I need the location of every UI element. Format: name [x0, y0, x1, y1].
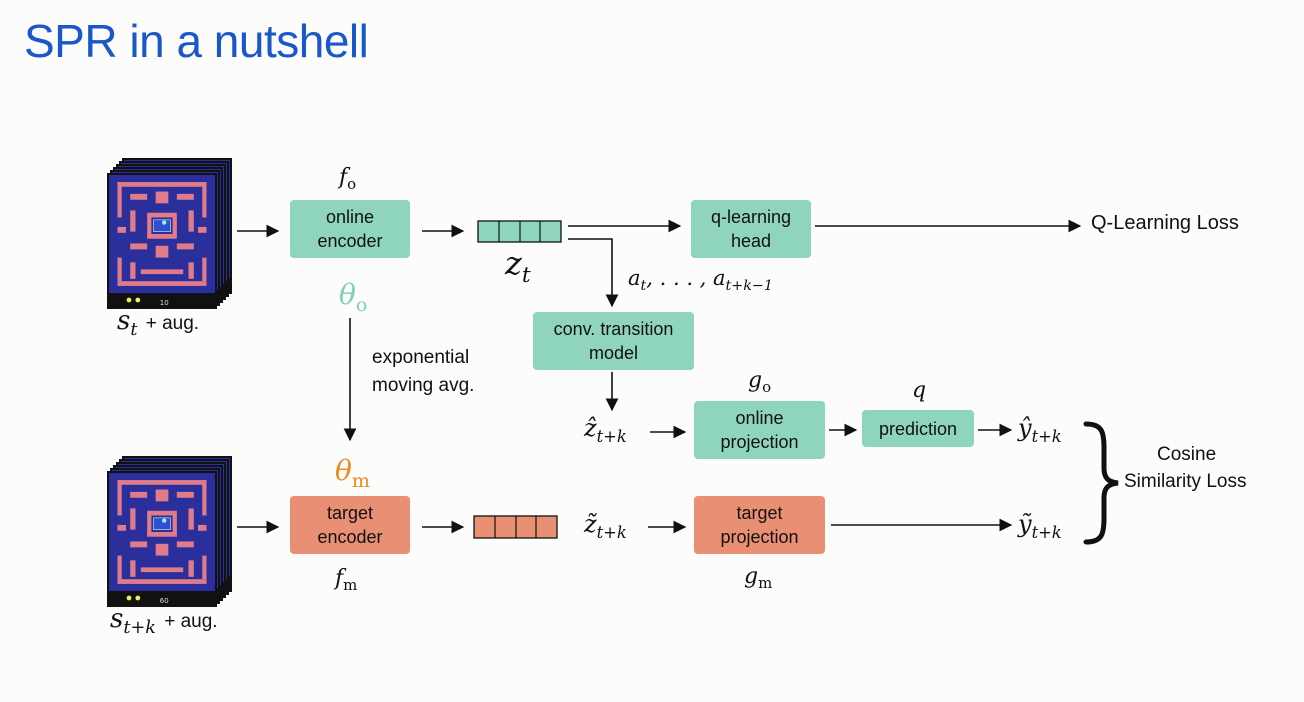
svg-text:60: 60 — [160, 597, 169, 605]
target-projection-box: target projection — [694, 496, 825, 554]
cosine-label-line1: Cosine — [1157, 444, 1217, 465]
ema-label-line1: exponential — [372, 347, 470, 368]
cosine-label-line2: Similarity Loss — [1124, 471, 1247, 492]
z-tilde-label: z̃t+k — [584, 510, 627, 542]
z-hat-label: ẑt+k — [584, 414, 627, 446]
online-projection-box: online projection — [694, 401, 825, 459]
g-m-label: gm — [744, 564, 773, 593]
ema-label-line2: moving avg. — [372, 375, 475, 396]
svg-text:10: 10 — [160, 299, 169, 307]
game-frame-stack-top: 101010101010 — [107, 158, 232, 309]
arrow-z-to-transition — [568, 238, 619, 308]
q-learning-head-box: q-learning head — [691, 200, 811, 258]
target-encoder-box: target encoder — [290, 496, 410, 554]
actions-label: at, . . . , at+k−1 — [628, 266, 773, 294]
f-m-label: fm — [335, 566, 358, 595]
latent-vector-target — [473, 515, 558, 539]
f-o-label: fo — [339, 165, 357, 194]
z-t-label: zt — [505, 244, 531, 288]
cosine-brace — [1083, 421, 1119, 545]
prediction-box: prediction — [862, 410, 974, 447]
q-learning-loss-label: Q-Learning Loss — [1091, 212, 1239, 234]
theta-o-label: θo — [339, 278, 368, 316]
game-frame-stack-bottom: 606060606060 — [107, 456, 232, 607]
slide-title: SPR in a nutshell — [24, 15, 369, 67]
y-tilde-label: ỹt+k — [1018, 510, 1062, 542]
y-hat-label: ŷt+k — [1018, 414, 1062, 446]
g-o-label: go — [748, 368, 772, 397]
state-t-label: st + aug. — [117, 306, 200, 341]
latent-vector-online — [477, 220, 562, 243]
q-label: q — [912, 378, 927, 403]
theta-m-label: θm — [335, 454, 370, 492]
online-encoder-box: online encoder — [290, 200, 410, 258]
state-tk-label: st+k + aug. — [110, 604, 218, 639]
conv-transition-model-box: conv. transition model — [533, 312, 694, 370]
